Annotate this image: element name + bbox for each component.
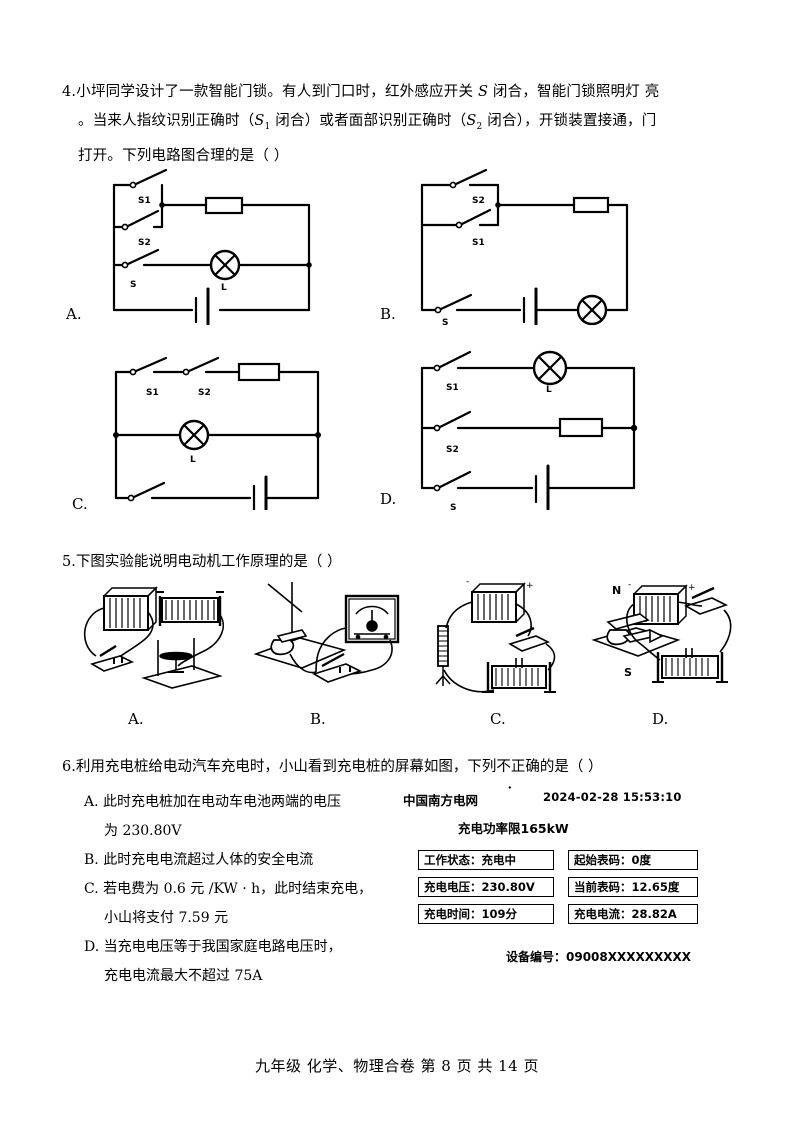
- svg-text:+: +: [526, 581, 534, 591]
- svg-text:S1: S1: [472, 238, 485, 248]
- svg-text:S: S: [624, 666, 632, 679]
- screen-timestamp: 2024-02-28 15:53:10: [543, 790, 682, 804]
- svg-text:-: -: [628, 580, 631, 590]
- screen-field-grid: 工作状态：充电中 起始表码：0度 充电电压：230.80V 当前表码：12.65…: [418, 850, 718, 931]
- grid-operator-brand: 中国南方电网: [403, 793, 479, 808]
- option-a-q6-cont: 为 230.80V: [104, 823, 182, 839]
- option-label-c-q5: C.: [490, 710, 506, 728]
- svg-text:S2: S2: [472, 196, 485, 206]
- option-d-q6-cont: 充电电流最大不超过 75A: [104, 968, 263, 984]
- experiment-option-d: - +: [590, 578, 750, 728]
- option-label-a-q5: A.: [128, 710, 144, 728]
- option-label-a-q4: A.: [66, 305, 82, 323]
- question-6-number: 6.: [62, 759, 76, 775]
- svg-text:S1: S1: [138, 196, 151, 206]
- svg-text:S2: S2: [138, 238, 151, 248]
- question-6-emphasis: 不正确: [496, 759, 540, 775]
- option-label-b-q4: B.: [380, 305, 396, 323]
- svg-text:L: L: [546, 385, 552, 395]
- svg-text:S: S: [130, 280, 136, 290]
- option-label-c-q4: C.: [72, 495, 88, 513]
- svg-text:S1: S1: [146, 388, 159, 398]
- screen-row-1: 工作状态：充电中 起始表码：0度: [418, 850, 718, 870]
- question-4-line-3: 打开。下列电路图合理的是（ ）: [78, 147, 289, 164]
- option-label-d-q5: D.: [652, 710, 669, 728]
- option-d-q6: D. 当充电电压等于我国家庭电路电压时，: [84, 939, 342, 955]
- option-c-q6-cont: 小山将支付 7.59 元: [104, 910, 229, 926]
- charging-pile-screen: 中国南方电网 2024-02-28 15:53:10 充电功率限165kW 工作…: [398, 788, 728, 988]
- field-charging-current: 充电电流：28.82A: [568, 904, 698, 924]
- svg-text:S2: S2: [198, 388, 211, 398]
- svg-text:-: -: [466, 578, 469, 587]
- svg-text:L: L: [190, 455, 196, 465]
- experiment-option-c: - +: [430, 578, 590, 728]
- question-4-text: 4.小坪同学设计了一款智能门锁。有人到门口时，红外感应开关 S 闭合，智能门锁照…: [62, 78, 738, 171]
- field-charging-voltage: 充电电压：230.80V: [418, 877, 554, 897]
- svg-text:S1: S1: [446, 383, 459, 393]
- question-6-text: 6.利用充电桩给电动汽车充电时，小山看到充电桩的屏幕如图，下列不正确的是（ ）: [62, 755, 738, 776]
- screen-row-3: 充电时间：109分 充电电流：28.82A: [418, 904, 718, 924]
- question-4-line-2: 。当来人指纹识别正确时（S1 闭合）或者面部识别正确时（S2 闭合），开锁装置接…: [78, 113, 657, 132]
- question-5-figures: A.: [62, 578, 738, 738]
- svg-text:L: L: [221, 283, 227, 293]
- circuit-option-c: S1 S2 L S C.: [72, 350, 354, 513]
- field-current-reading: 当前表码：12.65度: [568, 877, 698, 897]
- option-label-b-q5: B.: [310, 710, 326, 728]
- question-4-line-1: 4.小坪同学设计了一款智能门锁。有人到门口时，红外感应开关 S 闭合，智能门锁照…: [62, 84, 660, 100]
- experiment-option-a: A.: [70, 578, 230, 728]
- circuit-option-a: S1 S2 S L A.: [66, 165, 344, 325]
- page-footer: 九年级 化学、物理合卷 第 8 页 共 14 页: [254, 1057, 539, 1075]
- circuit-option-b: S2 S1 S L B.: [380, 165, 682, 325]
- device-number: 设备编号：09008XXXXXXXXX: [506, 950, 692, 964]
- svg-text:S: S: [442, 318, 448, 325]
- screen-row-2: 充电电压：230.80V 当前表码：12.65度: [418, 877, 718, 897]
- question-5-text: 5.下图实验能说明电动机工作原理的是（ ）: [62, 554, 342, 570]
- option-c-q6: C. 若电费为 0.6 元 /KW · h，此时结束充电，: [84, 881, 373, 897]
- option-b-q6: B. 此时充电电流超过人体的安全电流: [84, 852, 314, 868]
- question-4-figures: S1 S2 S L A.: [62, 160, 738, 540]
- circuit-option-d: S1 S2 S L D.: [380, 340, 682, 510]
- charging-power-limit: 充电功率限165kW: [458, 821, 569, 836]
- option-label-d-q4: D.: [380, 490, 397, 508]
- question-4-number: 4.: [62, 84, 77, 100]
- field-start-reading: 起始表码：0度: [568, 850, 698, 870]
- option-a-q6: A. 此时充电桩加在电动车电池两端的电压: [84, 794, 342, 810]
- experiment-option-b: B.: [250, 578, 410, 728]
- question-5-number: 5.: [62, 554, 76, 570]
- svg-text:S: S: [450, 503, 456, 510]
- svg-text:N: N: [612, 584, 621, 597]
- question-6-options: A. 此时充电桩加在电动车电池两端的电压 为 230.80V B. 此时充电电流…: [84, 788, 404, 991]
- field-work-status: 工作状态：充电中: [418, 850, 554, 870]
- svg-text:S2: S2: [446, 445, 459, 455]
- svg-text:+: +: [688, 583, 696, 593]
- field-charging-time: 充电时间：109分: [418, 904, 554, 924]
